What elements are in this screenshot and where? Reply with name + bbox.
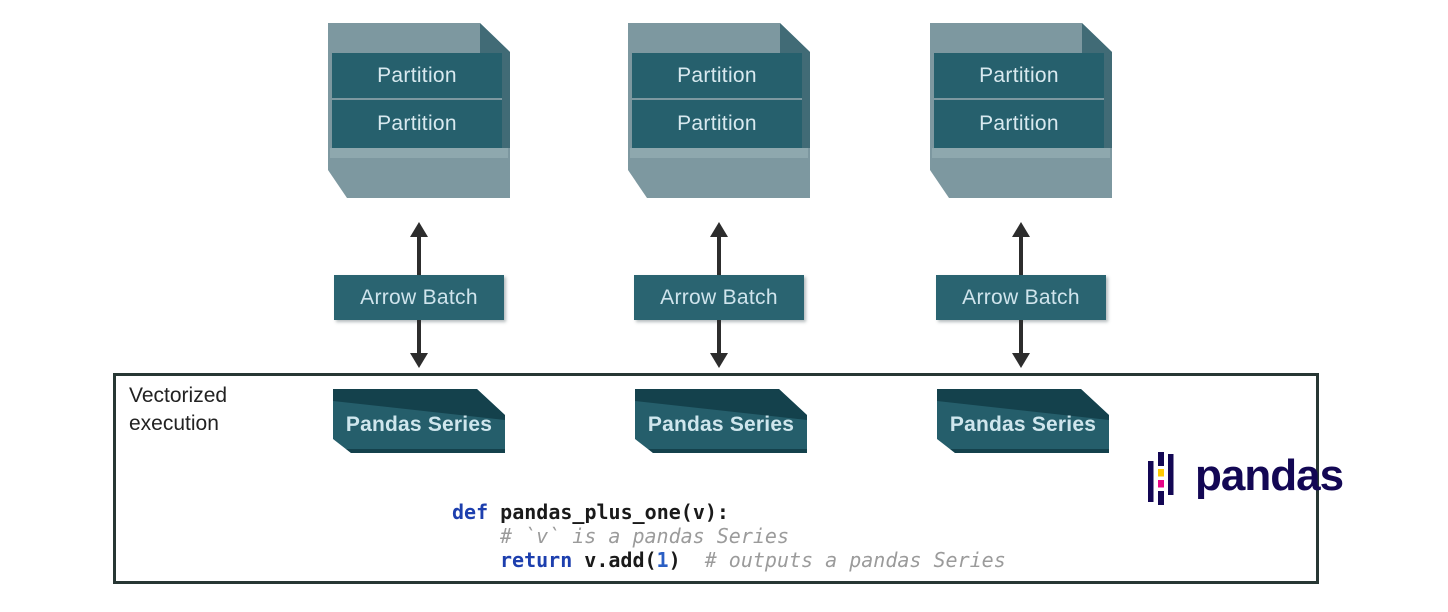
pandas-logo: pandas: [1138, 450, 1344, 506]
partition-label: Partition: [677, 63, 757, 87]
down-arrow-icon: [410, 320, 428, 368]
down-arrow-icon: [1012, 320, 1030, 368]
arrow-batch-label: Arrow Batch: [360, 285, 478, 309]
arrow-batch-box: Arrow Batch: [334, 275, 504, 320]
up-arrow-icon: [710, 222, 728, 276]
arrowhead-up-icon: [710, 222, 728, 237]
partition-block: Partition: [934, 100, 1104, 148]
arrow-batch-box: Arrow Batch: [634, 275, 804, 320]
code-close-paren: ): [668, 548, 681, 572]
vectorized-label-line2: execution: [129, 412, 219, 435]
partition-label: Partition: [377, 63, 457, 87]
pandas-series-shadow: [648, 449, 807, 453]
cube-divider: [330, 148, 508, 158]
partition-label: Partition: [677, 112, 757, 135]
arrowhead-down-icon: [710, 353, 728, 368]
vectorized-execution-box: Vectorized execution Pandas Series Panda…: [113, 373, 1344, 584]
arrow-line: [417, 320, 421, 353]
pandas-logo-icon: [1148, 452, 1174, 505]
code-line-3: return v.add(1) # outputs a pandas Serie…: [452, 548, 1006, 572]
code-signature: pandas_plus_one(v):: [488, 500, 729, 524]
pandas-series-label: Pandas Series: [345, 413, 493, 436]
arrowhead-up-icon: [1012, 222, 1030, 237]
code-line-1: def pandas_plus_one(v):: [452, 500, 1006, 524]
code-keyword-def: def: [452, 500, 489, 524]
code-comment: # `v` is a pandas Series: [500, 524, 789, 548]
code-expression: v.add(: [572, 548, 657, 572]
arrow-line: [417, 237, 421, 276]
partition-cube: Partition Partition: [930, 23, 1112, 198]
arrow-line: [717, 320, 721, 353]
cube-divider: [630, 148, 808, 158]
pandas-series-box: Pandas Series: [333, 389, 505, 453]
pandas-series-label: Pandas Series: [949, 413, 1097, 436]
down-arrow-icon: [710, 320, 728, 368]
partition-block: Partition: [332, 100, 502, 148]
partition-cube: Partition Partition: [328, 23, 510, 198]
vectorized-label-line1: Vectorized: [129, 384, 228, 407]
partition-block: Partition: [332, 53, 502, 98]
cube-divider: [932, 148, 1110, 158]
arrow-line: [1019, 320, 1023, 353]
partition-cube: Partition Partition: [628, 23, 810, 198]
pandas-series-box: Pandas Series: [937, 389, 1109, 453]
partition-label: Partition: [377, 112, 457, 135]
pandas-series-shadow: [950, 449, 1109, 453]
code-number-literal: 1: [656, 548, 669, 572]
arrow-batch-box: Arrow Batch: [936, 275, 1106, 320]
partition-label: Partition: [979, 112, 1059, 135]
up-arrow-icon: [410, 222, 428, 276]
partition-block: Partition: [632, 53, 802, 98]
arrow-batch-label: Arrow Batch: [660, 285, 778, 309]
vectorized-execution-label: Vectorized execution: [129, 382, 227, 438]
pandas-series-box: Pandas Series: [635, 389, 807, 453]
arrow-line: [717, 237, 721, 276]
partition-label: Partition: [979, 63, 1059, 87]
arrow-line: [1019, 237, 1023, 276]
pandas-series-label: Pandas Series: [647, 413, 795, 436]
code-snippet: def pandas_plus_one(v): # `v` is a panda…: [452, 500, 1006, 572]
pandas-series-shadow: [346, 449, 505, 453]
arrowhead-down-icon: [1012, 353, 1030, 368]
up-arrow-icon: [1012, 222, 1030, 276]
arrowhead-up-icon: [410, 222, 428, 237]
arrowhead-down-icon: [410, 353, 428, 368]
code-inline-comment: # outputs a pandas Series: [680, 548, 1006, 572]
code-keyword-return: return: [500, 548, 573, 572]
partition-block: Partition: [934, 53, 1104, 98]
pandas-wordmark: pandas: [1195, 451, 1344, 500]
code-line-2: # `v` is a pandas Series: [452, 524, 1006, 548]
partition-block: Partition: [632, 100, 802, 148]
arrow-batch-label: Arrow Batch: [962, 285, 1080, 309]
